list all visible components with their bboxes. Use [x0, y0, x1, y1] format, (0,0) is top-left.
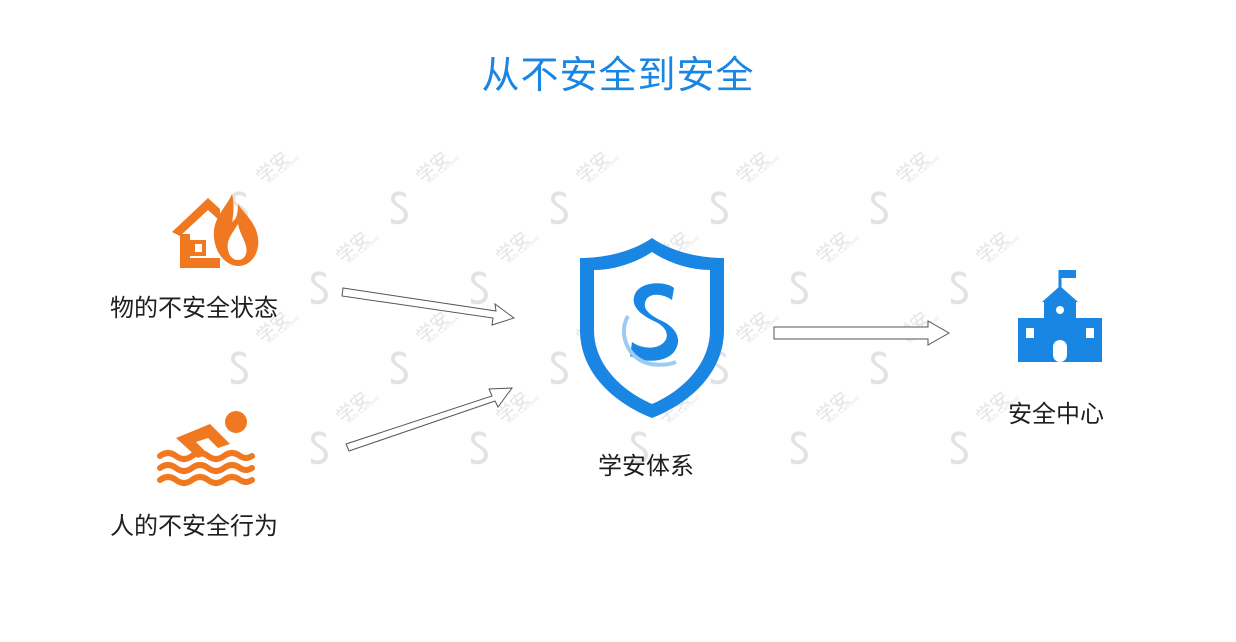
house-fire-icon — [172, 194, 259, 268]
label-unsafe-state: 物的不安全状态 — [110, 294, 278, 322]
shield-logo-icon — [580, 238, 724, 418]
arrow-system-to-center — [773, 320, 951, 346]
school-building-icon — [1018, 270, 1102, 362]
label-unsafe-behavior: 人的不安全行为 — [110, 512, 278, 540]
arrow-behavior-to-system — [345, 387, 514, 452]
label-system: 学安体系 — [598, 452, 694, 480]
label-center: 安全中心 — [1008, 400, 1104, 428]
swimmer-icon — [157, 411, 255, 486]
page-title: 从不安全到安全 — [481, 53, 755, 97]
arrow-state-to-system — [341, 287, 516, 326]
